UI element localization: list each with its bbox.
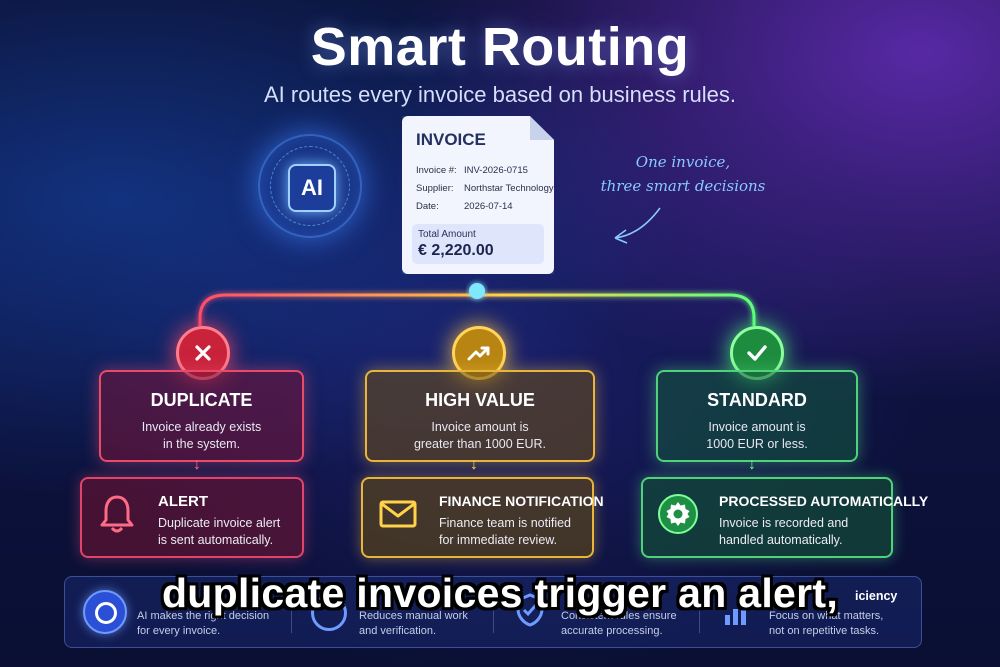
alert-description: Duplicate invoice alert is sent automatic… bbox=[158, 515, 280, 549]
note-arrow-icon bbox=[614, 207, 661, 244]
benefit-title-fragment: iciency bbox=[855, 589, 898, 603]
invoice-number-label: Invoice #: bbox=[416, 165, 457, 176]
benefit-line-1: Consistent rules ensure bbox=[561, 610, 677, 622]
duplicate-title: DUPLICATE bbox=[150, 390, 253, 410]
subtitle-caption: duplicate invoices trigger an alert, bbox=[161, 570, 839, 616]
gear-icon bbox=[655, 491, 701, 537]
duplicate-box: DUPLICATE Invoice already exists in the s… bbox=[99, 370, 304, 462]
standard-box: STANDARD Invoice amount is 1000 EUR or le… bbox=[656, 370, 858, 462]
processed-automatically-title: PROCESSED AUTOMATICALLY bbox=[719, 493, 929, 509]
ai-chip-icon: AI bbox=[288, 164, 336, 212]
circle-icon bbox=[311, 595, 347, 631]
connector-node bbox=[469, 283, 485, 299]
finance-desc-line-2: for immediate review. bbox=[439, 533, 558, 547]
processed-automatically-description: Invoice is recorded and handled automatic… bbox=[719, 515, 848, 549]
benefit-text: AI makes the right decision for every inv… bbox=[137, 609, 269, 639]
handwritten-note: One invoice, three smart decisions bbox=[598, 150, 768, 198]
benefit-item: iciency Focus on what matters, not on rep… bbox=[705, 577, 919, 647]
invoice-supplier-value: Northstar Technology bbox=[464, 183, 554, 194]
ai-inner-ring bbox=[270, 146, 350, 226]
divider bbox=[699, 591, 700, 633]
invoice-card: INVOICE Invoice #: INV-2026-0715 Supplier… bbox=[402, 116, 554, 274]
benefit-line-2: not on repetitive tasks. bbox=[769, 625, 880, 637]
standard-title: STANDARD bbox=[707, 390, 807, 410]
benefit-text: Consistent rules ensure accurate processi… bbox=[561, 609, 677, 639]
high-value-description: Invoice amount is greater than 1000 EUR. bbox=[367, 419, 593, 453]
processed-automatically-box: PROCESSED AUTOMATICALLY Invoice is recor… bbox=[641, 477, 928, 558]
envelope-icon bbox=[375, 491, 421, 537]
high-value-box: HIGH VALUE Invoice amount is greater than… bbox=[365, 370, 595, 462]
invoice-date-label: Date: bbox=[416, 201, 439, 212]
finance-notification-description: Finance team is notified for immediate re… bbox=[439, 515, 571, 549]
finance-notification-box: FINANCE NOTIFICATION Finance team is not… bbox=[361, 477, 604, 558]
benefit-item: Consistent rules ensure accurate processi… bbox=[499, 577, 699, 647]
benefits-strip: AI makes the right decision for every inv… bbox=[64, 576, 922, 648]
benefit-line-1: Reduces manual work bbox=[359, 610, 468, 622]
high-value-title: HIGH VALUE bbox=[425, 390, 535, 410]
bell-icon bbox=[94, 491, 140, 537]
down-arrow-icon: ↓ bbox=[748, 456, 756, 473]
benefit-text: Reduces manual work and verification. bbox=[359, 609, 468, 639]
finance-desc-line-1: Finance team is notified bbox=[439, 516, 572, 530]
invoice-number-value: INV-2026-0715 bbox=[464, 165, 528, 176]
benefit-line-2: for every invoice. bbox=[137, 625, 221, 637]
benefit-line-2: and verification. bbox=[359, 625, 437, 637]
ai-badge: AI bbox=[258, 134, 362, 238]
invoice-number-row: Invoice #: INV-2026-0715 bbox=[416, 165, 528, 176]
high-value-desc-line-1: Invoice amount is bbox=[431, 420, 529, 434]
processed-desc-line-1: Invoice is recorded and bbox=[719, 516, 849, 530]
benefit-line-1: Focus on what matters, bbox=[769, 610, 884, 622]
invoice-total-label: Total Amount bbox=[418, 229, 476, 240]
duplicate-description: Invoice already exists in the system. bbox=[101, 419, 302, 453]
benefit-item: Reduces manual work and verification. bbox=[297, 577, 493, 647]
processed-desc-line-2: handled automatically. bbox=[719, 533, 843, 547]
standard-desc-line-1: Invoice amount is bbox=[708, 420, 806, 434]
invoice-heading: INVOICE bbox=[416, 130, 486, 149]
alert-desc-line-2: is sent automatically. bbox=[158, 533, 274, 547]
target-icon bbox=[83, 590, 127, 634]
standard-desc-line-2: 1000 EUR or less. bbox=[706, 437, 808, 451]
page-subtitle: AI routes every invoice based on busines… bbox=[263, 82, 737, 107]
note-line-2: three smart decisions bbox=[600, 177, 766, 195]
duplicate-desc-line-1: Invoice already exists bbox=[141, 420, 262, 434]
shield-icon bbox=[516, 593, 544, 627]
invoice-total-panel: Total Amount € 2,220.00 bbox=[412, 224, 544, 264]
down-arrow-icon: ↓ bbox=[193, 456, 201, 473]
invoice-total-amount: € 2,220.00 bbox=[418, 242, 494, 259]
divider bbox=[493, 591, 494, 633]
high-value-desc-line-2: greater than 1000 EUR. bbox=[413, 437, 547, 451]
alert-desc-line-1: Duplicate invoice alert bbox=[158, 516, 281, 530]
note-line-1: One invoice, bbox=[635, 153, 731, 171]
divider bbox=[291, 591, 292, 633]
benefit-text: Focus on what matters, not on repetitive … bbox=[769, 609, 883, 639]
standard-description: Invoice amount is 1000 EUR or less. bbox=[658, 419, 856, 453]
benefit-line-2: accurate processing. bbox=[561, 625, 663, 637]
duplicate-desc-line-2: in the system. bbox=[162, 437, 241, 451]
page-title: Smart Routing bbox=[310, 17, 690, 77]
down-arrow-icon: ↓ bbox=[470, 456, 478, 473]
invoice-supplier-row: Supplier: Northstar Technology bbox=[416, 183, 554, 194]
bar-chart-icon bbox=[725, 603, 746, 625]
finance-notification-title: FINANCE NOTIFICATION bbox=[439, 493, 604, 509]
alert-action-box: ALERT Duplicate invoice alert is sent aut… bbox=[80, 477, 304, 558]
invoice-date-row: Date: 2026-07-14 bbox=[416, 201, 513, 212]
alert-title: ALERT bbox=[158, 493, 208, 510]
invoice-date-value: 2026-07-14 bbox=[464, 201, 513, 212]
benefit-line-1: AI makes the right decision bbox=[137, 610, 270, 622]
benefit-item: AI makes the right decision for every inv… bbox=[65, 577, 285, 647]
invoice-supplier-label: Supplier: bbox=[416, 183, 454, 194]
